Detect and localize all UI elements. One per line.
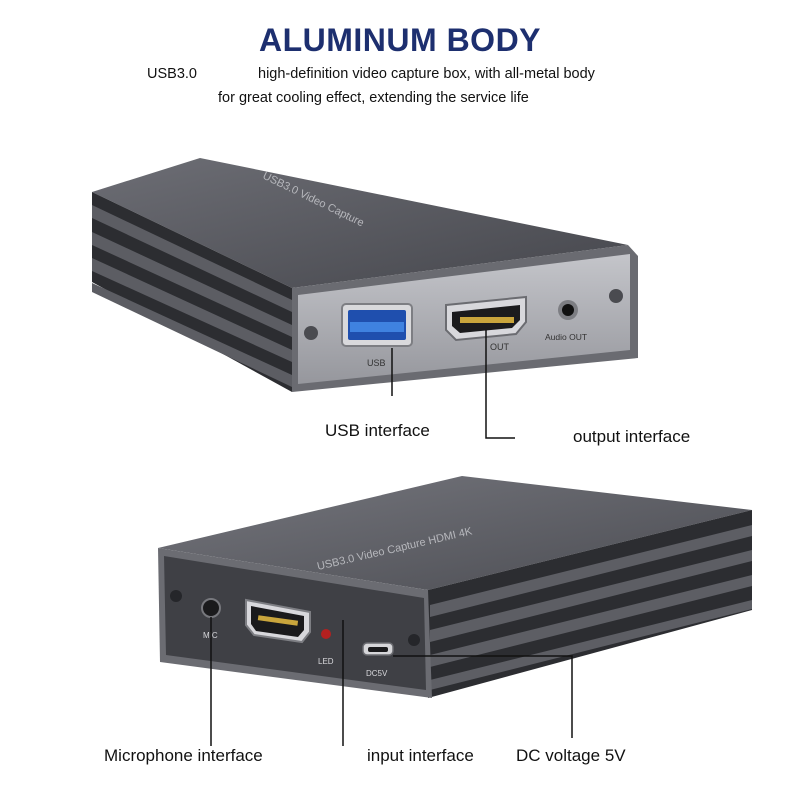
led-indicator-icon <box>321 629 331 639</box>
hdmi-in-port-icon <box>245 598 311 644</box>
audio-out-label: Audio OUT <box>545 332 587 342</box>
dc-voltage-callout: DC voltage 5V <box>516 746 626 765</box>
subtitle-line-1: high-definition video capture box, with … <box>258 66 595 82</box>
bottom-device-lid <box>158 476 752 590</box>
hdmi-out-label: OUT <box>490 342 510 352</box>
subtitle-usb-label: USB3.0 <box>147 66 197 82</box>
top-device-lid <box>92 158 628 288</box>
microphone-interface-callout: Microphone interface <box>104 746 263 765</box>
dc-power-port-icon <box>362 642 394 656</box>
led-label: LED <box>318 657 334 666</box>
usb-interface-callout: USB interface <box>325 421 430 440</box>
top-device-side <box>92 192 292 392</box>
audio-out-jack-icon <box>558 300 578 320</box>
dc-callout-line <box>393 655 573 738</box>
hdmi-out-port-icon <box>445 295 527 342</box>
top-capture-device: USB OUT Audio OUT USB3.0 Video Capture <box>92 158 638 392</box>
usb-port-label: USB <box>367 358 386 368</box>
usb-port-icon <box>341 303 413 347</box>
output-callout-line <box>485 330 515 439</box>
headline-title: ALUMINUM BODY <box>258 22 542 58</box>
output-interface-callout: output interface <box>573 427 691 446</box>
bottom-device-side <box>428 510 752 698</box>
subtitle-line-2: for great cooling effect, extending the … <box>218 90 529 106</box>
screw-icon <box>170 590 182 602</box>
screw-icon <box>408 634 420 646</box>
screw-icon <box>304 326 318 340</box>
dc-label: DC5V <box>366 669 388 678</box>
input-interface-callout: input interface <box>367 746 474 765</box>
mic-jack-icon <box>201 598 221 618</box>
bottom-capture-device: MIC LED DC5V USB3.0 Video Capture HDMI 4… <box>158 476 752 698</box>
screw-icon <box>609 289 623 303</box>
